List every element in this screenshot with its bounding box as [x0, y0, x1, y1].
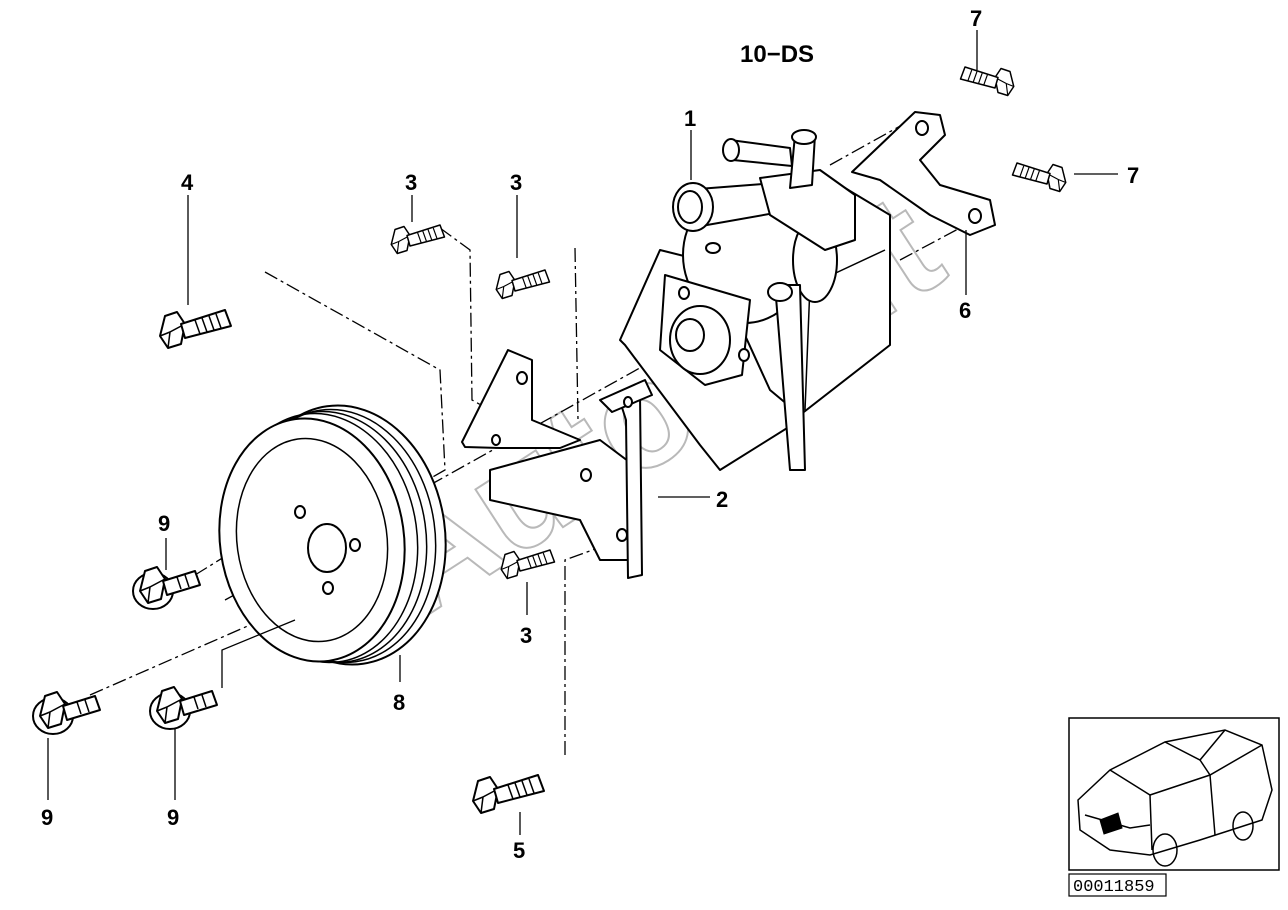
bolt-9-middle: [149, 686, 218, 730]
screw-3-upper-right: [495, 269, 551, 300]
bolt-9-upper: [132, 566, 201, 610]
screw-7-right: [1011, 162, 1067, 193]
callout-3-a: 3: [405, 170, 417, 195]
screw-3-upper-left: [390, 224, 446, 255]
callout-6: 6: [959, 298, 971, 323]
bolt-5: [472, 774, 545, 814]
callout-4: 4: [181, 170, 194, 195]
callout-8: 8: [393, 690, 405, 715]
leader-lines: [47, 30, 1118, 835]
screw-7-top: [959, 66, 1015, 97]
bolt-9-left: [32, 691, 101, 735]
bracket: [489, 379, 653, 579]
callout-1: 1: [684, 106, 696, 131]
mounting-plate: [851, 111, 996, 236]
callout-9-a: 9: [158, 511, 170, 536]
upper-bracket: [461, 349, 581, 449]
pulley: [218, 404, 447, 666]
diagram-title: 10−DS: [740, 41, 814, 68]
callout-3-c: 3: [520, 623, 532, 648]
callout-7-b: 7: [1127, 163, 1139, 188]
bolt-4: [159, 309, 232, 349]
callout-7-a: 7: [970, 6, 982, 31]
steering-pump: [619, 129, 891, 471]
callout-9-b: 9: [41, 805, 53, 830]
reference-number-box: 00011859: [1068, 873, 1167, 897]
callout-5: 5: [513, 838, 525, 863]
callout-2: 2: [716, 487, 728, 512]
reference-number: 00011859: [1073, 878, 1155, 897]
car-location-inset: [1068, 717, 1280, 871]
callout-9-c: 9: [167, 805, 179, 830]
callout-3-b: 3: [510, 170, 522, 195]
